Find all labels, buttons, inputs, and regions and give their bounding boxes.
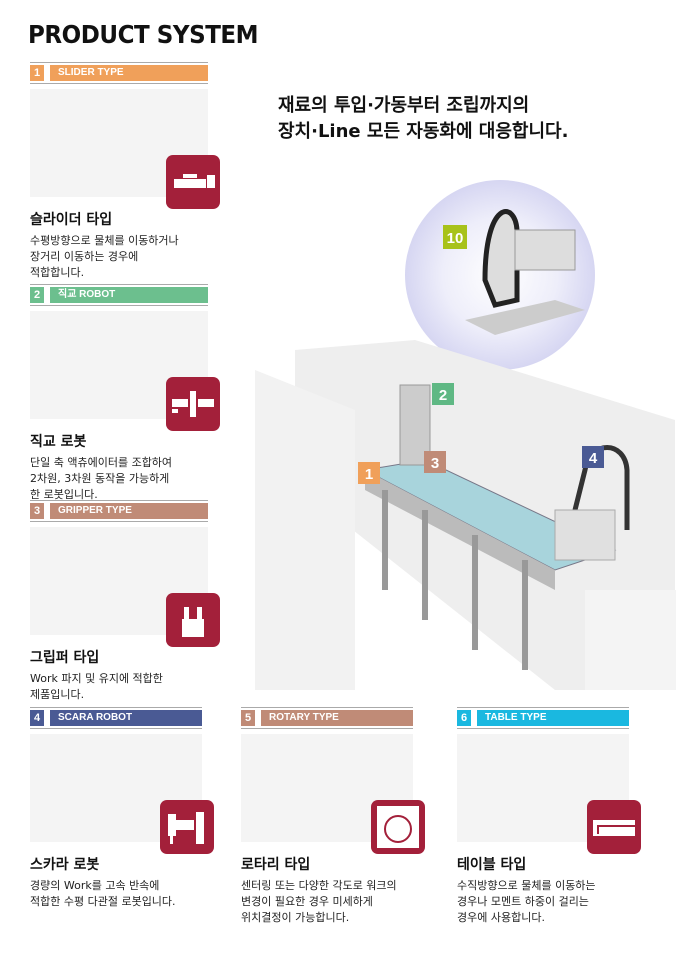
section-header: 5 ROTARY TYPE — [241, 707, 413, 729]
headline-line: 재료의 투입·가동부터 조립까지의 — [278, 95, 530, 116]
section-label: SLIDER TYPE — [50, 65, 208, 81]
svg-text:2: 2 — [439, 387, 447, 404]
product-section-cartesian: 2 직교 ROBOT 직교 로봇 단일 축 액츄에이터를 조합하여 2차원, 3차원… — [30, 284, 220, 503]
svg-text:4: 4 — [589, 450, 598, 467]
product-image — [30, 311, 220, 431]
description-line: 수직방향으로 물체를 이동하는 — [457, 879, 596, 892]
section-number: 3 — [30, 503, 44, 519]
product-image — [30, 527, 220, 647]
product-name: 로타리 타입 — [241, 857, 311, 873]
product-name: 직교 로봇 — [30, 434, 87, 450]
description-line: 경량의 Work를 고속 반속에 — [30, 879, 160, 892]
section-number: 6 — [457, 710, 471, 726]
section-header: 3 GRIPPER TYPE — [30, 500, 208, 522]
product-name: 스카라 로봇 — [30, 857, 100, 873]
product-image — [241, 734, 425, 854]
section-label: ROTARY TYPE — [261, 710, 413, 726]
description-line: 한 로봇입니다. — [30, 488, 98, 501]
svg-text:3: 3 — [431, 455, 439, 472]
description-line: 제품입니다. — [30, 688, 85, 701]
headline: 재료의 투입·가동부터 조립까지의 장치·Line 모든 자동화에 대응합니다. — [278, 93, 568, 145]
description-line: 경우나 모멘트 하중이 걸리는 — [457, 895, 589, 908]
headline-line: 장치·Line 모든 자동화에 대응합니다. — [278, 121, 569, 142]
description-line: 위치결정이 가능합니다. — [241, 911, 350, 924]
product-image — [30, 734, 214, 854]
section-header: 1 SLIDER TYPE — [30, 62, 208, 84]
section-header: 6 TABLE TYPE — [457, 707, 629, 729]
section-label: TABLE TYPE — [477, 710, 629, 726]
description-line: 장거리 이동하는 경우에 — [30, 250, 139, 263]
product-name: 슬라이더 타입 — [30, 212, 113, 228]
product-image — [457, 734, 641, 854]
badge-4: 4 — [582, 446, 604, 468]
description-line: 경우에 사용합니다. — [457, 911, 545, 924]
section-number: 1 — [30, 65, 44, 81]
section-label: 직교 ROBOT — [50, 287, 208, 303]
svg-text:10: 10 — [447, 230, 464, 247]
badge-10: 10 — [443, 225, 467, 249]
badge-3: 3 — [424, 451, 446, 473]
section-header: 4 SCARA ROBOT — [30, 707, 202, 729]
description-line: 변경이 필요한 경우 미세하게 — [241, 895, 373, 908]
scara-icon — [160, 800, 214, 854]
description-line: 센터링 또는 다양한 각도로 워크의 — [241, 879, 397, 892]
cartesian-icon — [166, 377, 220, 431]
description-line: 2차원, 3차원 동작을 가능하게 — [30, 472, 170, 485]
factory-line-illustration: 10 2 1 3 4 — [255, 180, 676, 690]
description-line: 적합합니다. — [30, 266, 85, 279]
product-name: 테이블 타입 — [457, 857, 527, 873]
section-label: SCARA ROBOT — [50, 710, 202, 726]
badge-2: 2 — [432, 383, 454, 405]
description-line: 적합한 수평 다관절 로봇입니다. — [30, 895, 176, 908]
svg-text:1: 1 — [365, 466, 373, 483]
description-line: 수평방향으로 물체를 이동하거나 — [30, 234, 179, 247]
section-header: 2 직교 ROBOT — [30, 284, 208, 306]
section-number: 5 — [241, 710, 255, 726]
product-name: 그립퍼 타입 — [30, 650, 100, 666]
section-number: 4 — [30, 710, 44, 726]
section-number: 2 — [30, 287, 44, 303]
section-label: GRIPPER TYPE — [50, 503, 208, 519]
page-title: PRODUCT SYSTEM — [28, 20, 259, 49]
description-line: 단일 축 액츄에이터를 조합하여 — [30, 456, 173, 469]
slider-icon — [166, 155, 220, 209]
product-image — [30, 89, 220, 209]
gripper-icon — [166, 593, 220, 647]
table-icon — [587, 800, 641, 854]
rotary-icon — [371, 800, 425, 854]
description-line: Work 파지 및 유지에 적합한 — [30, 672, 163, 685]
badge-1: 1 — [358, 462, 380, 484]
